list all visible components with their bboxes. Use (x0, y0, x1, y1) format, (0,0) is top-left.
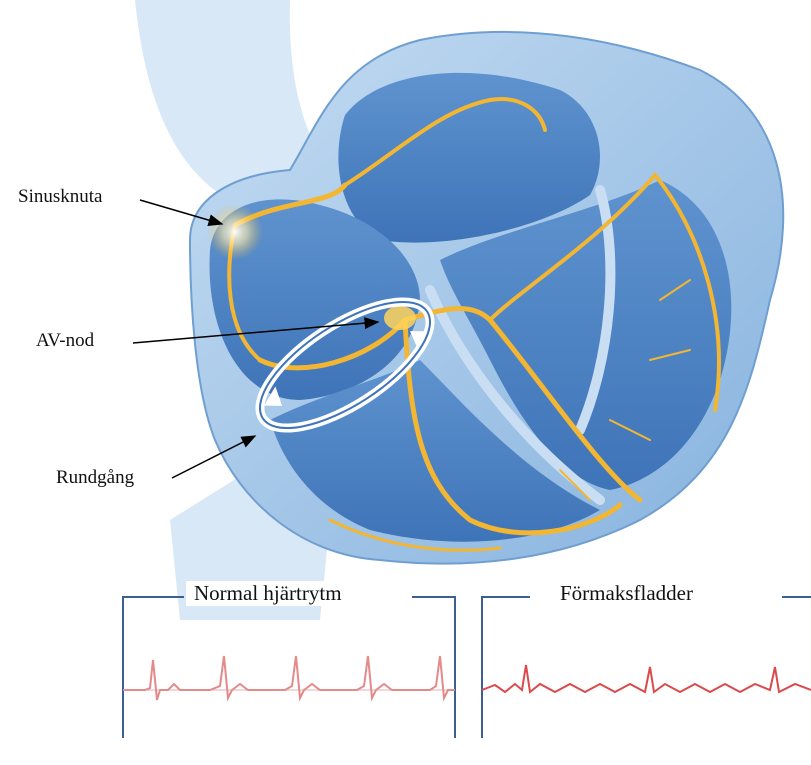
ecg-panel-flutter (482, 597, 811, 738)
label-reentry: Rundgång (56, 467, 134, 489)
ecg-trace-flutter (482, 665, 811, 692)
panel-title-flutter: Förmaksfladder (552, 581, 701, 606)
ecg-trace-normal (123, 656, 455, 700)
sinus-node-glow (207, 204, 263, 260)
label-av-node: AV-nod (36, 330, 94, 352)
av-node-glow (384, 306, 416, 330)
panel-title-normal: Normal hjärtrytm (186, 581, 350, 606)
label-sinus-node: Sinusknuta (18, 186, 102, 208)
